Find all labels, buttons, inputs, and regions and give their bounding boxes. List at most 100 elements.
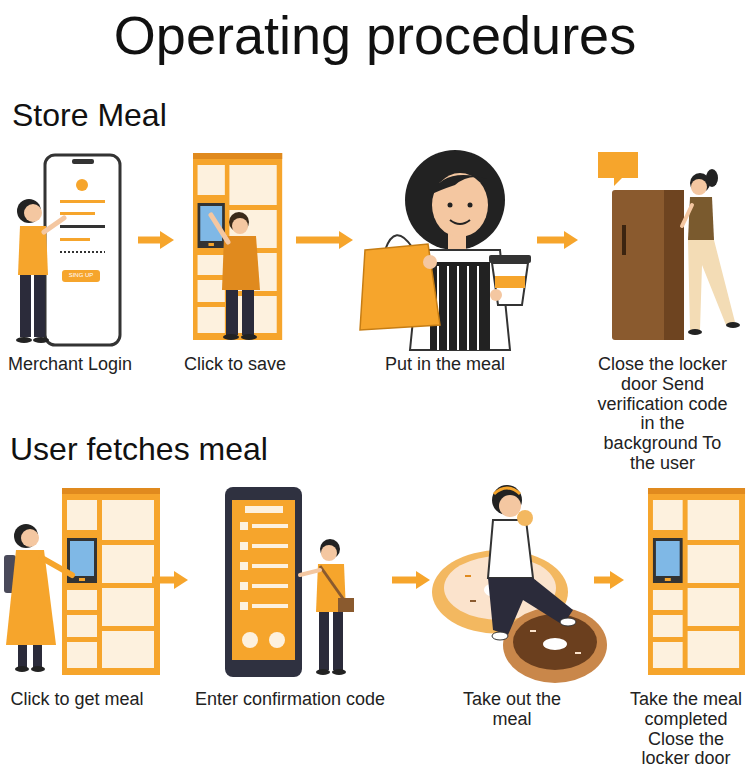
donut-figure xyxy=(575,652,581,654)
locker-figure xyxy=(62,488,160,675)
step-box: Enter confirmation code xyxy=(190,488,390,710)
step-caption: Enter confirmation code xyxy=(190,690,390,710)
donut-figure xyxy=(465,575,471,577)
customer-figure xyxy=(316,669,330,675)
user-figure xyxy=(691,179,707,195)
step-box: Take out the meal xyxy=(432,488,592,730)
step-box: Take the meal completed Close the locker… xyxy=(626,488,746,769)
courier-figure xyxy=(211,212,260,340)
tablet-figure xyxy=(252,544,288,548)
tablet-figure xyxy=(240,542,248,550)
phone-figure xyxy=(60,225,105,228)
door-figure xyxy=(622,225,626,255)
step-caption: Click to save xyxy=(176,355,294,375)
eating-figure xyxy=(488,485,576,640)
waitress-figure xyxy=(448,203,453,208)
customer-figure xyxy=(332,669,346,675)
customer-figure xyxy=(338,598,354,612)
merchant-figure xyxy=(20,275,31,337)
flow-arrow xyxy=(138,237,160,244)
donut-figure xyxy=(530,630,536,632)
user-figure xyxy=(682,169,740,335)
waitress-figure xyxy=(457,266,459,350)
door-figure xyxy=(598,152,638,186)
waitress-figure xyxy=(430,175,490,195)
eating-figure xyxy=(517,510,533,526)
door-figure xyxy=(598,152,684,340)
phone-figure xyxy=(72,159,94,164)
phone-figure xyxy=(60,251,105,253)
step-box: Merchant Login xyxy=(4,150,136,375)
flow-arrow xyxy=(537,237,564,244)
page-title: Operating procedures xyxy=(0,4,750,66)
eating-figure xyxy=(499,495,521,517)
customer-figure xyxy=(14,524,38,548)
customer-figure xyxy=(319,612,329,670)
waitress-figure xyxy=(495,276,525,288)
tablet-figure xyxy=(240,582,248,590)
eating-figure xyxy=(560,618,576,626)
waitress-figure xyxy=(489,255,531,263)
customer-figure xyxy=(4,524,72,672)
waitress-figure xyxy=(467,266,469,350)
tablet-figure xyxy=(242,632,258,648)
merchant-figure xyxy=(34,275,45,337)
waitress-figure xyxy=(430,262,490,350)
step-box: Click to save xyxy=(176,150,294,375)
tablet-figure xyxy=(240,602,248,610)
customer-figure xyxy=(31,666,45,672)
waitress-figure xyxy=(360,150,531,350)
phone-figure xyxy=(60,238,90,241)
phone-figure xyxy=(45,155,120,345)
user-figure xyxy=(682,205,692,226)
tablet-figure xyxy=(240,522,248,530)
phone-figure xyxy=(60,200,105,203)
waitress-figure xyxy=(468,203,473,208)
phone-figure xyxy=(45,155,120,345)
tablet-figure xyxy=(245,506,283,513)
step-box: Close the locker door Send verification … xyxy=(580,150,745,474)
locker-figure xyxy=(648,488,745,675)
merchant-figure xyxy=(24,204,42,222)
tablet-figure xyxy=(225,487,302,677)
customer-figure xyxy=(300,570,320,575)
step-box: Click to get meal xyxy=(4,488,150,710)
customer-figure xyxy=(333,612,343,670)
phone-figure xyxy=(60,212,95,215)
flow-arrow xyxy=(392,577,416,584)
customer-figure xyxy=(300,539,354,675)
phone-figure xyxy=(62,270,100,282)
customer-figure xyxy=(42,558,72,575)
tablet-figure xyxy=(252,584,288,588)
waitress-figure xyxy=(477,266,479,350)
door-figure xyxy=(612,190,684,340)
tablet-figure xyxy=(269,632,285,648)
donut-figure xyxy=(513,614,597,670)
waitress-figure xyxy=(490,289,502,301)
step-caption: Click to get meal xyxy=(4,690,150,710)
courier-figure xyxy=(211,215,228,242)
button-label: SING UP xyxy=(62,272,100,279)
section-heading: Store Meal xyxy=(12,96,167,134)
step-caption: Merchant Login xyxy=(4,355,136,375)
tablet-figure xyxy=(252,564,288,568)
section-heading: User fetches meal xyxy=(10,430,268,468)
eating-figure xyxy=(488,578,573,635)
courier-figure xyxy=(226,290,238,335)
merchant-figure xyxy=(16,199,64,343)
customer-figure xyxy=(15,666,29,672)
flow-arrow xyxy=(296,237,339,244)
donut-figure xyxy=(543,638,567,650)
step-caption: Take the meal completed Close the locker… xyxy=(626,690,746,769)
locker-figure xyxy=(62,488,160,675)
locker-figure xyxy=(193,153,282,340)
waitress-figure xyxy=(450,220,470,224)
eating-figure xyxy=(492,632,508,640)
tablet-figure xyxy=(225,487,302,677)
step-caption: Take out the meal xyxy=(457,690,567,730)
flow-arrow xyxy=(152,577,174,584)
user-figure xyxy=(726,322,740,328)
phone-figure xyxy=(76,179,88,191)
courier-figure xyxy=(241,334,257,340)
step-box: Put in the meal xyxy=(355,150,535,375)
